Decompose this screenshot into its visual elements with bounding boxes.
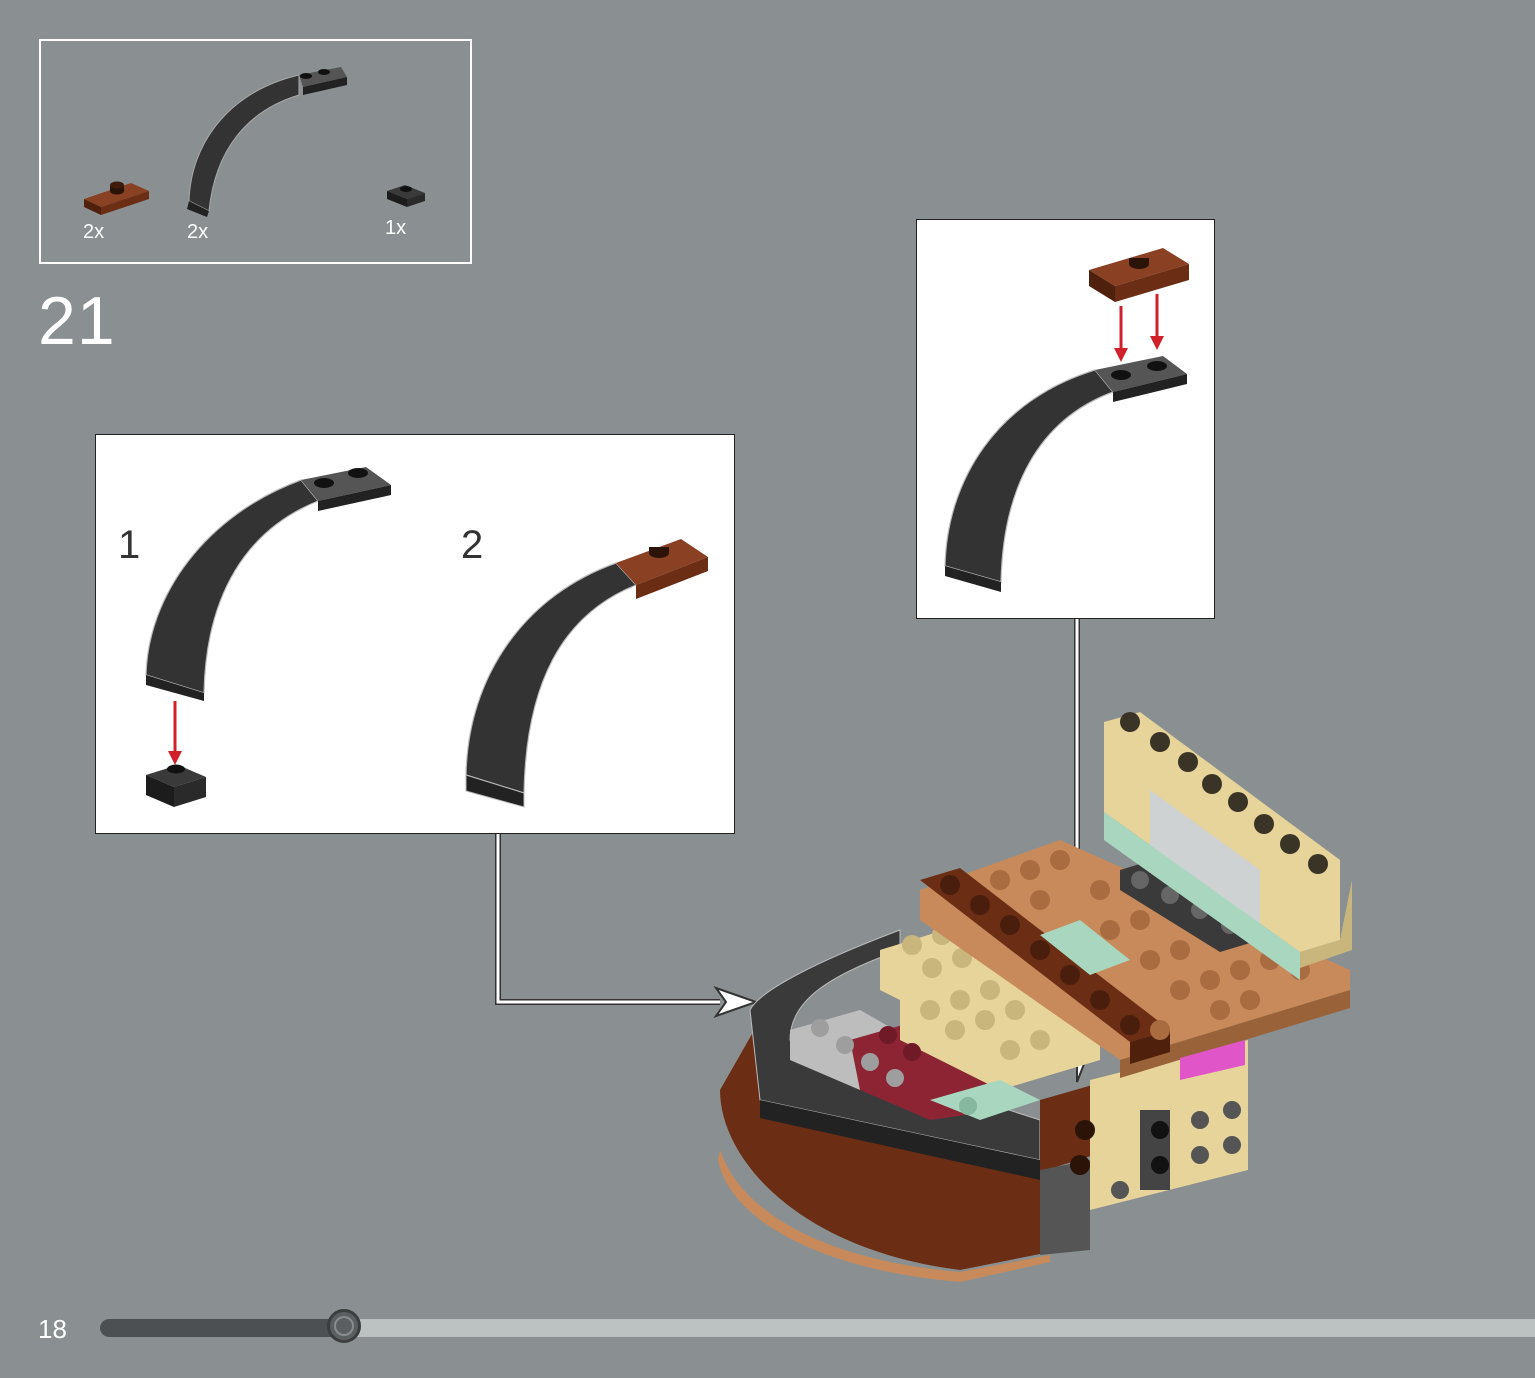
assembly-arrow-icon [1114, 294, 1164, 362]
part-quantity: 1x [385, 217, 407, 239]
assembly-arrow-icon [168, 701, 182, 765]
detail-brown-plate [1089, 248, 1189, 302]
parts-illustration [84, 67, 425, 217]
model-pink-accent [1180, 1040, 1245, 1080]
substep-1-plate [146, 764, 206, 807]
progress-track [100, 1319, 1535, 1337]
substep-panel: 1 2 [95, 434, 735, 834]
parts-list: 2x 2x 1x [39, 39, 472, 264]
detail-illustration [944, 248, 1189, 592]
page-number: 18 [38, 1314, 67, 1344]
model-back-wall [1104, 712, 1352, 980]
model-base [718, 929, 1248, 1282]
substep-label-2: 2 [461, 523, 484, 567]
substep-label-1: 1 [118, 523, 141, 567]
step-number: 21 [38, 283, 116, 359]
progress-fill [100, 1319, 344, 1337]
callout-arrow-icon [495, 834, 760, 1018]
part-quantity: 2x [187, 221, 209, 243]
progress-knob[interactable] [326, 1309, 361, 1343]
model-upper-deck [920, 840, 1350, 1078]
part-black-plate [387, 185, 425, 207]
part-quantity: 2x [83, 221, 105, 243]
part-brown-plate [84, 181, 149, 215]
detail-arch [944, 356, 1187, 592]
substep-1-arch [145, 467, 391, 701]
substep-2-arch [465, 539, 708, 808]
part-black-arch [187, 67, 347, 217]
detail-panel [916, 219, 1215, 619]
substep-illustration [145, 467, 708, 808]
